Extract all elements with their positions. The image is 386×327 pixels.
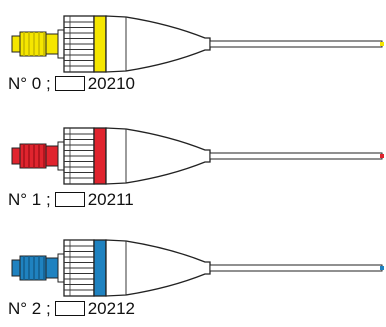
tapered-body (105, 15, 211, 73)
caption-prefix: N° 0 ; (8, 74, 51, 93)
color-band (93, 15, 107, 73)
shaft-tip (380, 266, 384, 270)
caption-1: N° 1 ; 20211 (8, 191, 134, 208)
caption-prefix: N° 1 ; (8, 190, 51, 209)
tip-collar (45, 33, 59, 55)
tip-flange (57, 141, 65, 171)
shaft (209, 152, 383, 160)
instrument-0 (11, 15, 384, 73)
tip-flange (57, 253, 65, 283)
shaft-tip (380, 154, 384, 158)
tip-cap (11, 147, 21, 165)
box-symbol-icon (54, 76, 85, 91)
caption-0: N° 0 ; 20210 (8, 75, 135, 92)
caption-code: 20210 (87, 74, 135, 93)
tip-cap (11, 259, 21, 277)
shaft (209, 40, 383, 48)
box-symbol-icon (54, 192, 85, 207)
box-symbol-icon (54, 301, 85, 316)
instrument-2 (11, 239, 384, 297)
tip-collar (45, 145, 59, 167)
color-band (93, 239, 107, 297)
tapered-body (105, 127, 211, 185)
caption-code: 20212 (87, 299, 135, 318)
color-band (93, 127, 107, 185)
shaft (209, 264, 383, 272)
tip-collar (45, 257, 59, 279)
tip-cap (11, 35, 21, 53)
instrument-1 (11, 127, 384, 185)
caption-prefix: N° 2 ; (8, 299, 51, 318)
shaft-tip (380, 42, 384, 46)
caption-2: N° 2 ; 20212 (8, 300, 135, 317)
caption-code: 20211 (87, 190, 134, 209)
tip-flange (57, 29, 65, 59)
tapered-body (105, 239, 211, 297)
